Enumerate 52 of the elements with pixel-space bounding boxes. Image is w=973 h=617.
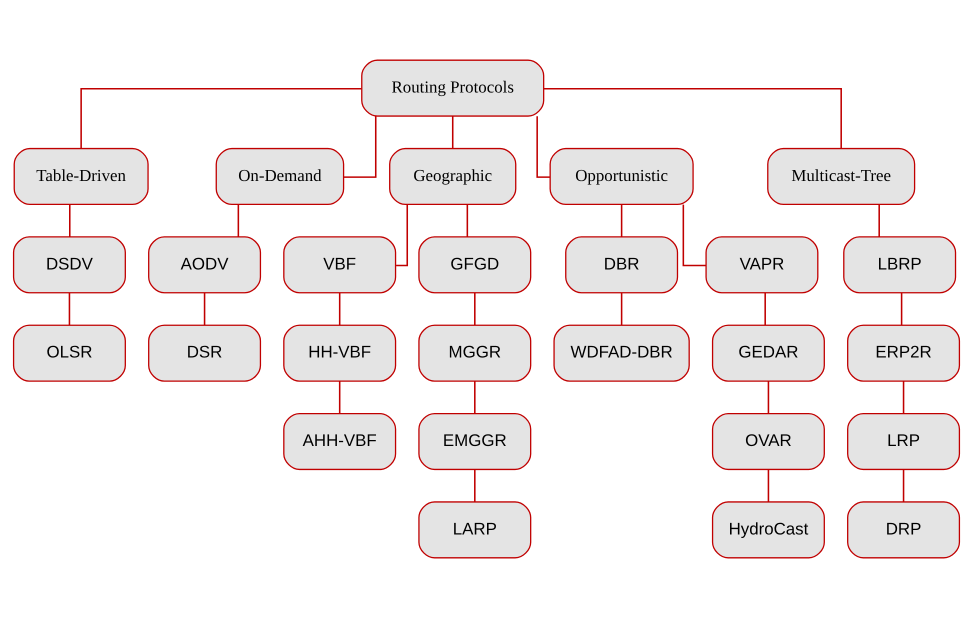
node-box: DBR [565, 236, 678, 293]
connector [474, 292, 476, 325]
connector [452, 116, 454, 148]
node-box: GFGD [418, 236, 532, 293]
connector [69, 204, 71, 236]
connector [768, 468, 770, 502]
connector [204, 292, 206, 325]
connector [344, 116, 377, 178]
node-box: Table-Driven [14, 147, 149, 205]
connector [396, 204, 408, 266]
node-box: WDFAD-DBR [553, 324, 690, 382]
connector [768, 380, 770, 413]
connector [68, 292, 70, 325]
connector [544, 88, 842, 148]
connector [902, 468, 904, 502]
node-box: Routing Protocols [361, 59, 544, 116]
connector [238, 204, 240, 236]
node-box: On-Demand [216, 147, 344, 205]
node-box: LRP [847, 412, 960, 470]
node-box: AHH-VBF [283, 412, 396, 470]
node-box: OLSR [12, 324, 126, 382]
node-box: DSDV [12, 236, 126, 293]
node-box: DSR [148, 324, 262, 382]
node-box: HH-VBF [283, 324, 396, 382]
connector [902, 380, 904, 413]
connector [474, 468, 476, 502]
node-box: OVAR [712, 412, 825, 470]
node-box: Geographic [389, 147, 516, 205]
node-box: LARP [418, 500, 532, 558]
connector [764, 292, 766, 325]
connector [620, 204, 622, 236]
node-box: GEDAR [712, 324, 825, 382]
connector [466, 204, 468, 236]
connector [338, 292, 340, 325]
node-box: DRP [847, 500, 960, 558]
node-box: Multicast-Tree [767, 147, 916, 205]
connector [80, 88, 362, 148]
connector [338, 380, 340, 413]
connector [878, 204, 880, 236]
node-box: Opportunistic [550, 147, 694, 205]
connector [900, 292, 902, 325]
node-box: MGGR [418, 324, 532, 382]
node-box: EMGGR [418, 412, 532, 470]
node-box: ERP2R [847, 324, 960, 382]
connector [682, 204, 706, 266]
node-box: VBF [283, 236, 396, 293]
node-box: AODV [148, 236, 262, 293]
connector [620, 292, 622, 325]
node-box: HydroCast [712, 500, 825, 558]
connector [474, 380, 476, 413]
node-box: LBRP [843, 236, 956, 293]
node-box: VAPR [705, 236, 818, 293]
